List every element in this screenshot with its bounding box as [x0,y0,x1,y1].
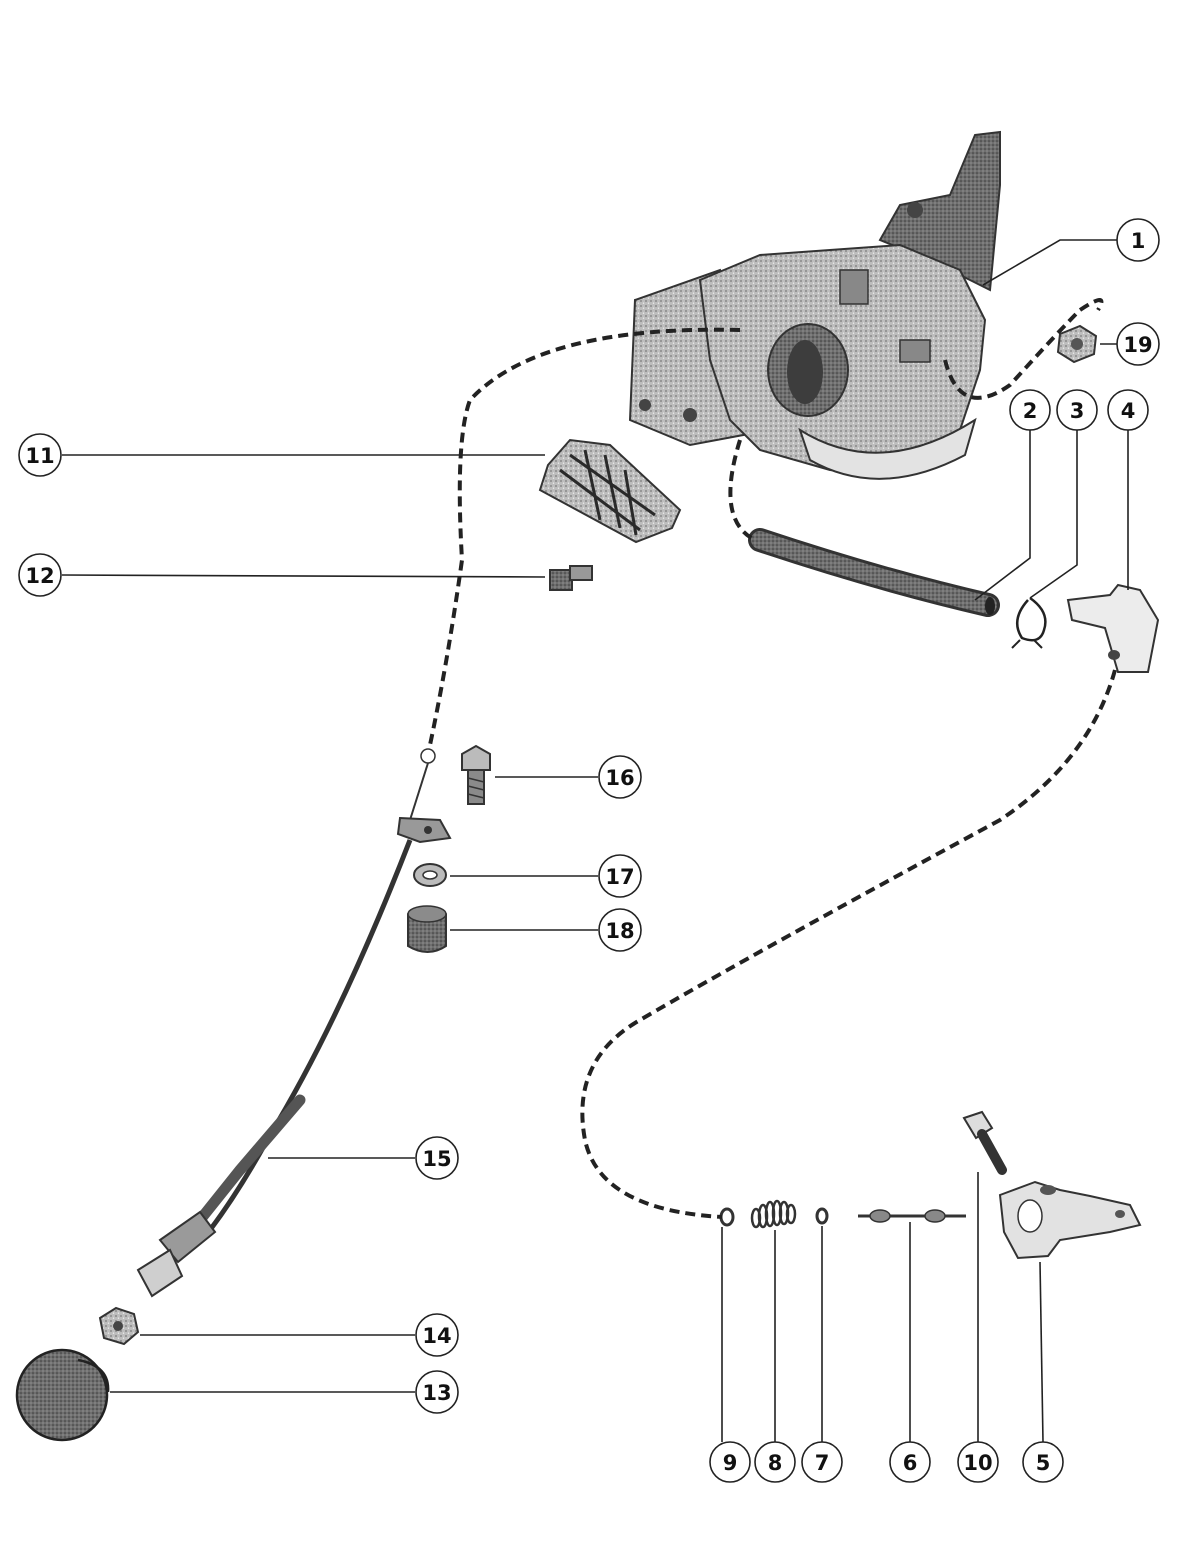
callout-11: 11 [18,433,62,477]
elbow-fitting-4 [1066,583,1160,673]
callout-19: 19 [1116,322,1160,366]
nut-14 [98,1306,140,1346]
svg-text:17: 17 [605,865,634,889]
callout-14: 14 [415,1313,459,1357]
svg-text:16: 16 [605,766,634,790]
callout-8: 8 [754,1441,796,1483]
callouts: 1 2 3 4 5 6 7 8 9 10 11 12 13 14 15 16 1… [18,218,1160,1483]
svg-text:4: 4 [1121,399,1136,423]
callout-4: 4 [1107,389,1149,431]
svg-text:5: 5 [1036,1451,1051,1475]
bolt-16 [461,744,491,805]
svg-text:15: 15 [422,1147,451,1171]
screw-12 [549,565,593,591]
callout-2: 2 [1009,389,1051,431]
svg-text:13: 13 [422,1381,451,1405]
callout-10: 10 [957,1441,999,1483]
callout-17: 17 [598,854,642,898]
callout-6: 6 [889,1441,931,1483]
svg-text:7: 7 [815,1451,830,1475]
svg-text:10: 10 [963,1451,992,1475]
svg-text:3: 3 [1070,399,1085,423]
svg-text:6: 6 [903,1451,918,1475]
svg-text:19: 19 [1123,333,1152,357]
callout-7: 7 [801,1441,843,1483]
fuel-hose-2 [748,528,1000,617]
choke-knob-13 [15,1348,110,1442]
callout-3: 3 [1056,389,1098,431]
o-ring-7 [815,1207,829,1225]
callout-16: 16 [598,755,642,799]
svg-text:11: 11 [25,444,54,468]
hose-clamp-3 [1011,596,1047,649]
carburetor-assembly [628,130,1001,480]
choke-housing-5 [998,1180,1142,1260]
svg-text:8: 8 [768,1451,783,1475]
callout-12: 12 [18,553,62,597]
svg-text:1: 1 [1131,229,1146,253]
washer-17 [413,863,447,887]
callout-15: 15 [415,1136,459,1180]
callout-13: 13 [415,1370,459,1414]
spring-8 [750,1199,797,1229]
svg-text:9: 9 [723,1451,738,1475]
o-ring-9 [719,1207,735,1227]
callout-1: 1 [1116,218,1160,262]
callout-5: 5 [1022,1441,1064,1483]
svg-text:12: 12 [25,564,54,588]
svg-text:14: 14 [422,1324,451,1348]
assembly-path-lines [428,298,1117,1219]
svg-text:2: 2 [1023,399,1038,423]
nut-19 [1056,324,1098,364]
callout-9: 9 [709,1441,751,1483]
plunger-6 [858,1209,966,1223]
leader-lines [61,239,1129,1443]
flame-arrestor-11 [538,438,682,544]
svg-text:18: 18 [605,919,634,943]
callout-18: 18 [598,908,642,952]
sleeve-18 [407,905,447,953]
screw-10 [962,1110,1007,1175]
choke-cable-15 [136,748,452,1298]
